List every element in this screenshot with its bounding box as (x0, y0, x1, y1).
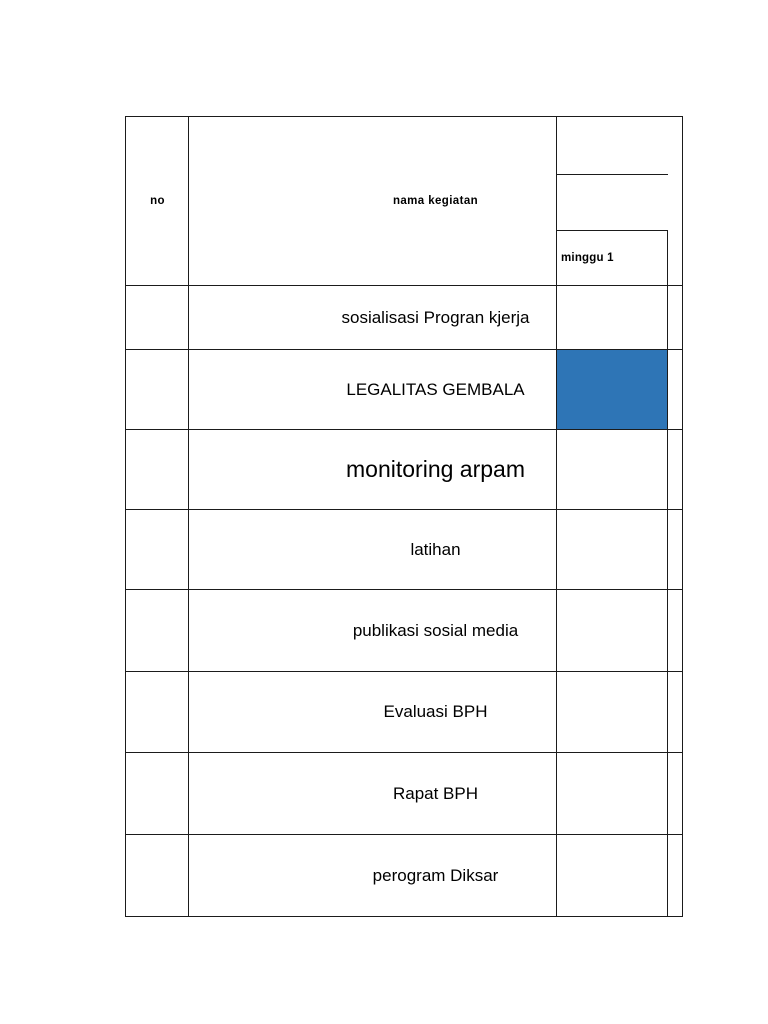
row-7-no-cell[interactable] (125, 753, 190, 835)
row-1-week-cell[interactable] (556, 286, 668, 350)
schedule-table: no nama kegiatan minggu 1 sosialisasi Pr… (125, 116, 683, 917)
header-label-activity: nama kegiatan (392, 195, 479, 207)
row-8-activity: perogram Diksar (372, 865, 499, 885)
row-3-week-cell[interactable] (556, 430, 668, 510)
row-6-activity: Evaluasi BPH (383, 702, 488, 722)
row-4-no-cell[interactable] (125, 510, 190, 590)
row-7-activity: Rapat BPH (392, 783, 479, 803)
row-2-week-cell-filled[interactable] (556, 350, 668, 430)
row-7-week-cell[interactable] (556, 753, 668, 835)
header-cell-week: minggu 1 (556, 230, 668, 286)
row-6-week-cell[interactable] (556, 672, 668, 753)
row-8-week-cell[interactable] (556, 835, 668, 917)
row-1-no-cell[interactable] (125, 286, 190, 350)
row-2-no-cell[interactable] (125, 350, 190, 430)
row-8-no-cell[interactable] (125, 835, 190, 917)
row-3-activity: monitoring arpam (346, 456, 525, 483)
row-4-activity: latihan (410, 539, 461, 559)
row-2-activity: LEGALITAS GEMBALA (346, 379, 525, 399)
row-1-activity: sosialisasi Progran kjerja (341, 307, 530, 327)
header-band-middle (556, 174, 668, 230)
header-label-week: minggu 1 (561, 252, 614, 264)
row-5-week-cell[interactable] (556, 590, 668, 672)
header-band-upper (556, 116, 668, 174)
row-5-activity: publikasi sosial media (352, 620, 519, 640)
row-3-no-cell[interactable] (125, 430, 190, 510)
row-4-week-cell[interactable] (556, 510, 668, 590)
row-5-no-cell[interactable] (125, 590, 190, 672)
header-label-no: no (150, 195, 165, 207)
header-cell-no: no (125, 116, 190, 286)
row-6-no-cell[interactable] (125, 672, 190, 753)
